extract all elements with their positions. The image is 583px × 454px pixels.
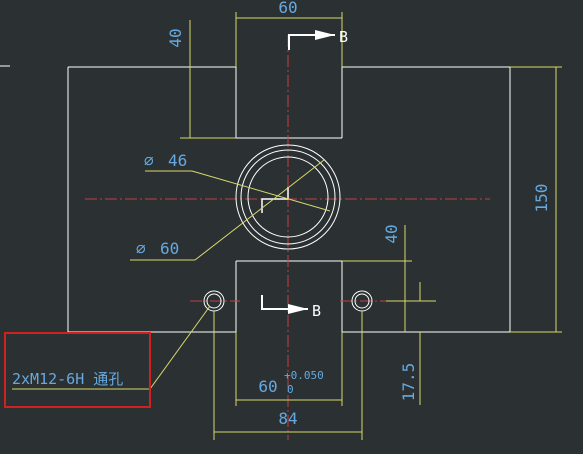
dim-bottom-depth bbox=[342, 225, 412, 332]
bore-mid-circle bbox=[240, 149, 336, 245]
section-arrow-bottom bbox=[261, 295, 308, 314]
callout-leader bbox=[12, 305, 211, 390]
dim-right-height bbox=[510, 66, 562, 333]
tolerance-lower-text: 0 bbox=[287, 383, 294, 396]
section-label-bottom: B bbox=[312, 302, 321, 320]
callout-highlight-box bbox=[4, 332, 151, 408]
leader-dia-60 bbox=[130, 159, 325, 261]
dim-right-height-text: 150 bbox=[532, 184, 551, 213]
bore-outer-circle bbox=[235, 144, 341, 250]
tolerance-upper-text: +0.050 bbox=[284, 369, 324, 382]
dim-top-width-text: 60 bbox=[278, 0, 297, 17]
section-cut-marker bbox=[261, 187, 289, 213]
dim-bottom-width bbox=[235, 332, 343, 406]
dia-60-text: 60 bbox=[160, 239, 179, 258]
dia-46-text: 46 bbox=[168, 151, 187, 170]
dim-top-depth-text: 40 bbox=[166, 28, 185, 47]
dim-hole-offset-text: 17.5 bbox=[399, 363, 418, 402]
section-label-top: B bbox=[339, 28, 348, 46]
bore-inner-circle bbox=[247, 156, 329, 238]
section-arrow-top bbox=[288, 30, 335, 50]
dim-bottom-depth-text: 40 bbox=[382, 224, 401, 243]
dim-overall-bottom-text: 84 bbox=[278, 409, 297, 428]
top-slot bbox=[235, 67, 343, 139]
dia-60-symbol: ∅ bbox=[136, 239, 146, 258]
leader-dia-46 bbox=[145, 170, 331, 212]
dim-overall-bottom bbox=[213, 311, 363, 440]
dim-hole-offset bbox=[386, 282, 436, 405]
dim-top-width bbox=[235, 12, 343, 67]
dim-top-depth bbox=[180, 20, 236, 139]
callout-text: 2xM12-6H 通孔 bbox=[12, 370, 123, 388]
dia-46-symbol: ∅ bbox=[144, 151, 154, 170]
bottom-slot bbox=[235, 260, 343, 332]
dim-bottom-width-text: 60 bbox=[258, 377, 277, 396]
